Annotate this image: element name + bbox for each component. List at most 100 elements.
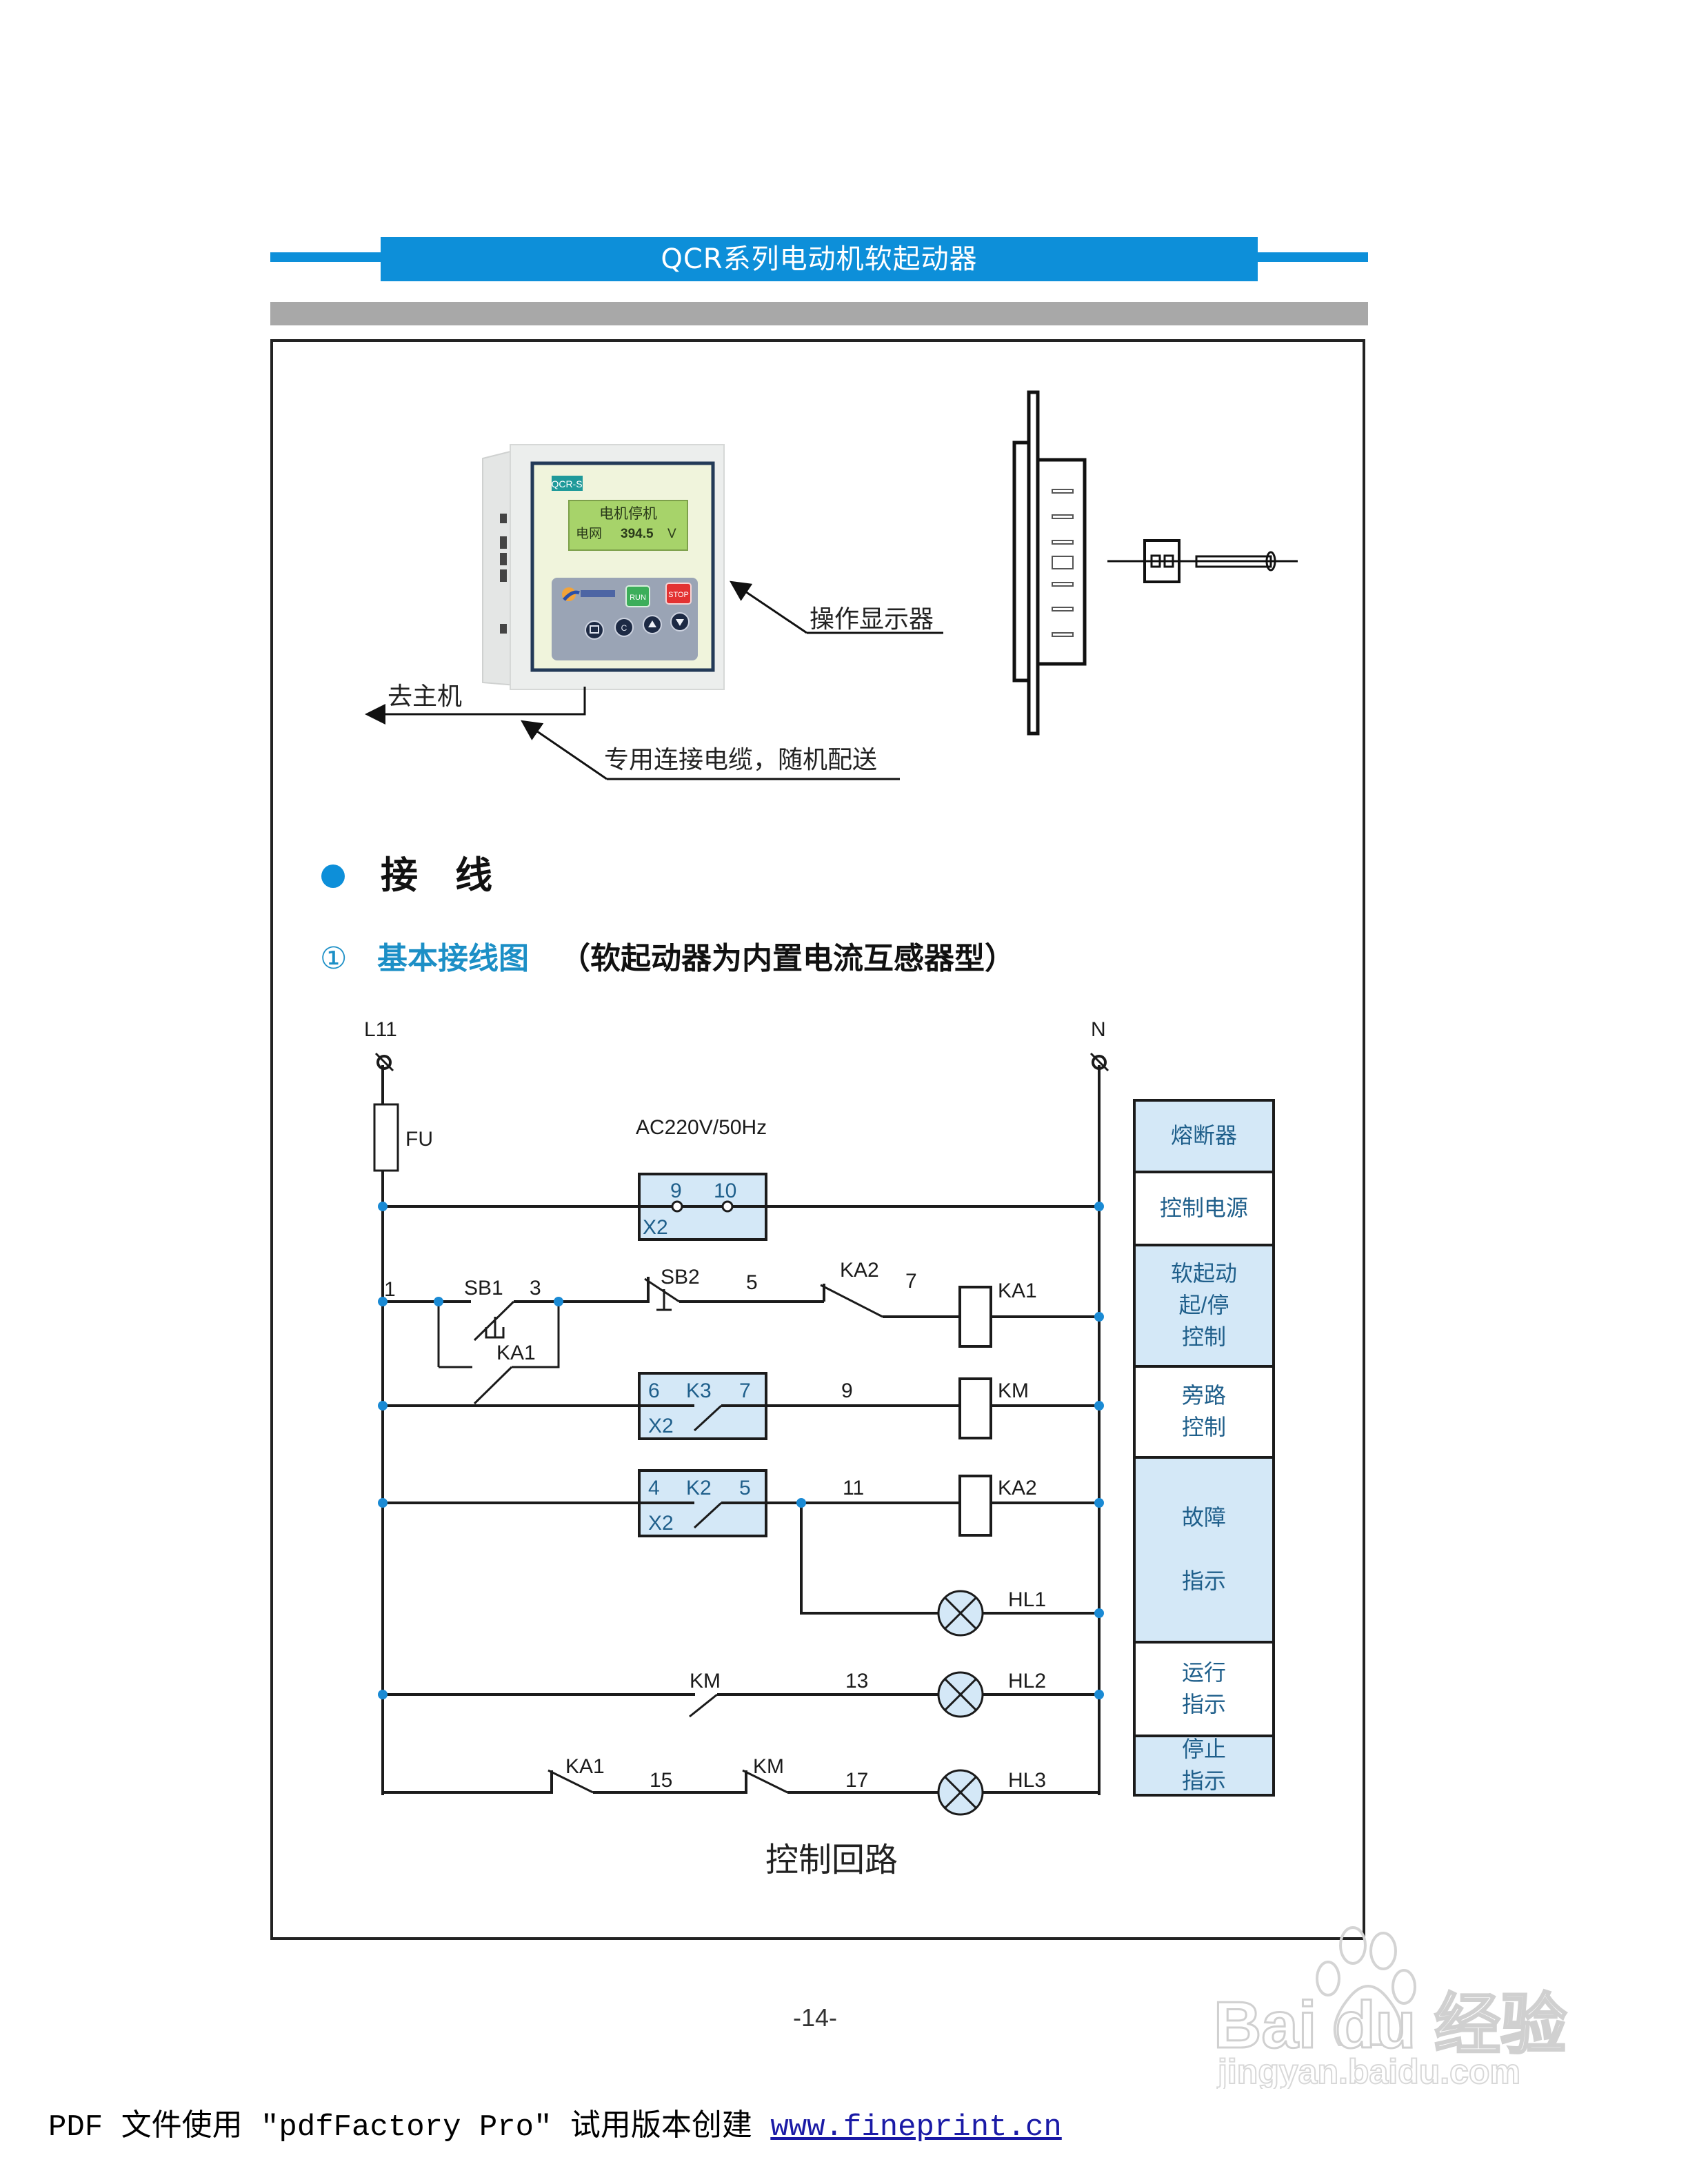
up-arrow-icon [648,620,656,627]
paw-pad-icon [1333,1985,1403,2046]
page-title: QCR系列电动机软起动器 [381,237,1258,281]
content-frame [270,339,1365,1940]
node-5: 5 [746,1271,758,1294]
node-15: 15 [650,1769,672,1792]
junction-dots [378,1202,1104,1699]
paw-toe-icon [1339,1926,1367,1965]
junction-dot [554,1297,563,1306]
cancel-key[interactable] [614,618,634,637]
lamp-cross [943,1677,978,1712]
run-button[interactable] [625,585,650,607]
ka2-nc-contact-icon [820,1284,883,1318]
vent-line [1052,489,1074,494]
junction-dot [1094,1401,1104,1410]
label-ka1-nc: KA1 [565,1755,605,1778]
legend-cell [1133,1641,1275,1737]
brand-logo-swoosh [563,590,580,601]
legend-label: 故障 [1182,1505,1226,1530]
legend-label: 指示 [1182,1568,1226,1593]
enter-key[interactable] [585,620,604,640]
host-cable-line [365,687,586,725]
model-badge [552,476,583,491]
paw-toe-icon [1391,1969,1416,2005]
node-11: 11 [843,1477,864,1499]
section-bullet-icon [321,865,345,888]
schematic-caption: 控制回路 [765,1842,898,1879]
front-bezel [1012,441,1031,682]
legend-cell [1133,1365,1275,1459]
legend-cell [1133,1099,1275,1173]
terminal-9 [671,1200,683,1213]
pin-9: 9 [670,1180,682,1202]
baidu-watermark: Bai du 经验 jingyan.baidu.com [1193,1923,1579,2092]
relay-k2: K2 [686,1477,712,1499]
pdf-footer: PDF 文件使用 "pdfFactory Pro" 试用版本创建 www.fin… [48,2100,1062,2145]
down-arrow-icon [676,619,684,626]
legend-cell [1133,1244,1275,1368]
vent-slot [500,514,507,523]
label-km-nc: KM [753,1755,784,1778]
km-no-contact-icon [689,1693,718,1718]
junction-dot [378,1202,388,1211]
legend-cell [1133,1735,1275,1797]
lcd-line2-value: 394.5 [621,527,654,541]
block-x2-k2: X2 [648,1512,674,1535]
legend-label: 控制 [1182,1415,1226,1439]
vent-slot [500,536,507,549]
terminal-block-labels: 9 10 X2 6 K3 7 X2 4 K2 5 X2 [643,1180,751,1535]
junction-dot [378,1690,388,1699]
node-3: 3 [530,1277,541,1300]
callout-display-label: 操作显示器 [810,605,934,633]
pin-10: 10 [714,1180,736,1202]
k3-contact-icon [693,1404,723,1432]
wire-hl3-out [978,1786,1101,1794]
label-fu: FU [405,1128,433,1151]
label-coil-ka1: KA1 [998,1280,1037,1302]
schematic-labels: L11 N FU AC220V/50Hz 1 SB1 3 SB2 5 KA2 7… [364,1018,1106,1792]
terminal-slash [374,1052,394,1072]
vent-line [1052,582,1074,587]
lcd-line2-label: 电网 [576,526,602,541]
callout-arrow-display [730,580,807,634]
label-supply: AC220V/50Hz [636,1116,767,1139]
label-l11: L11 [364,1018,397,1041]
paw-toe-icon [1316,1961,1340,1996]
page-number: -14- [793,2003,838,2032]
cable-connector [1143,539,1180,583]
label-sb1: SB1 [464,1277,503,1300]
legend-label: 控制 [1182,1324,1226,1349]
label-coil-ka2: KA2 [998,1477,1037,1499]
legend-label: 运行 [1182,1660,1226,1685]
km-nc-contact-icon [742,1769,788,1794]
wire-15 [593,1770,747,1794]
sb2-button-icon [656,1289,672,1311]
wire-ka1-hold-right [512,1302,560,1368]
coil-km-icon [958,1377,992,1439]
vent-slot [500,553,507,565]
label-km-no: KM [690,1670,721,1692]
fineprint-link[interactable]: www.fineprint.cn [770,2110,1062,2145]
fuse-fu-icon [373,1103,399,1172]
junction-dot [1094,1202,1104,1211]
terminal-10 [721,1200,734,1213]
stop-button[interactable] [665,583,692,605]
vent-line [1052,632,1074,637]
vent-slot [500,569,507,582]
node-13: 13 [845,1670,868,1692]
vent-slot [500,624,507,634]
terminal-l11-icon [376,1055,392,1070]
label-sb2: SB2 [661,1266,700,1288]
rear-housing [1036,458,1087,666]
label-ka2-nc: KA2 [840,1259,879,1282]
vent-line [1052,607,1074,611]
terminal-slash [1089,1052,1109,1072]
lamp-cross [943,1775,978,1810]
legend-label: 软起动 [1171,1261,1237,1286]
label-hl3: HL3 [1008,1769,1046,1792]
label-n: N [1091,1018,1106,1041]
pin-7: 7 [739,1379,751,1402]
side-view-drawing [1012,390,1298,736]
block-x2-k3: X2 [648,1415,674,1437]
subtitle-number: ① [320,942,347,975]
legend-label: 指示 [1182,1692,1226,1717]
